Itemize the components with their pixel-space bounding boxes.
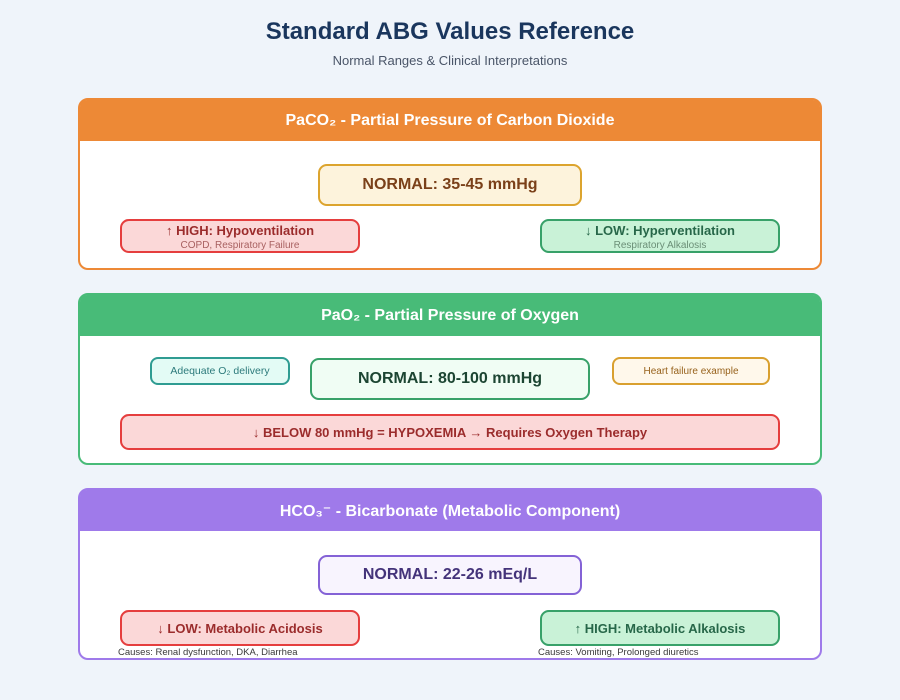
pao2-normal-range-badge: NORMAL: 80-100 mmHg — [310, 358, 590, 400]
paco2-high-label: ↑ HIGH: Hypoventilation — [165, 223, 315, 238]
hco3-high-causes: Causes: Vomiting, Prolonged diuretics — [538, 647, 699, 658]
paco2-normal-range-badge: NORMAL: 35-45 mmHg — [318, 164, 582, 206]
section-paco2-header: PaCO₂ - Partial Pressure of Carbon Dioxi… — [80, 100, 820, 141]
section-pao2-header: PaO₂ - Partial Pressure of Oxygen — [80, 295, 820, 336]
paco2-low-label: ↓ LOW: Hyperventilation — [585, 223, 735, 238]
hco3-low-causes: Causes: Renal dysfunction, DKA, Diarrhea — [118, 647, 298, 658]
section-paco2: PaCO₂ - Partial Pressure of Carbon Dioxi… — [78, 98, 822, 270]
section-hco3: HCO₃⁻ - Bicarbonate (Metabolic Component… — [78, 488, 822, 660]
hco3-normal-range-badge: NORMAL: 22-26 mEq/L — [318, 555, 582, 595]
hco3-high-box: ↑ HIGH: Metabolic Alkalosis — [540, 610, 780, 646]
hco3-low-box: ↓ LOW: Metabolic Acidosis — [120, 610, 360, 646]
paco2-high-sub: COPD, Respiratory Failure — [180, 240, 300, 251]
paco2-low-sub: Respiratory Alkalosis — [613, 240, 707, 251]
section-pao2: PaO₂ - Partial Pressure of Oxygen Adequa… — [78, 293, 822, 465]
page-title: Standard ABG Values Reference — [265, 18, 635, 45]
section-hco3-header: HCO₃⁻ - Bicarbonate (Metabolic Component… — [80, 490, 820, 531]
pao2-heart-failure-note: Heart failure example — [612, 357, 770, 385]
pao2-adequate-delivery-note: Adequate O₂ delivery — [150, 357, 290, 385]
page-subtitle: Normal Ranges & Clinical Interpretations — [332, 53, 568, 68]
paco2-high-box: ↑ HIGH: Hypoventilation COPD, Respirator… — [120, 219, 360, 253]
paco2-low-box: ↓ LOW: Hyperventilation Respiratory Alka… — [540, 219, 780, 253]
pao2-hypoxemia-alert: ↓ BELOW 80 mmHg = HYPOXEMIA → Requires O… — [120, 414, 780, 450]
